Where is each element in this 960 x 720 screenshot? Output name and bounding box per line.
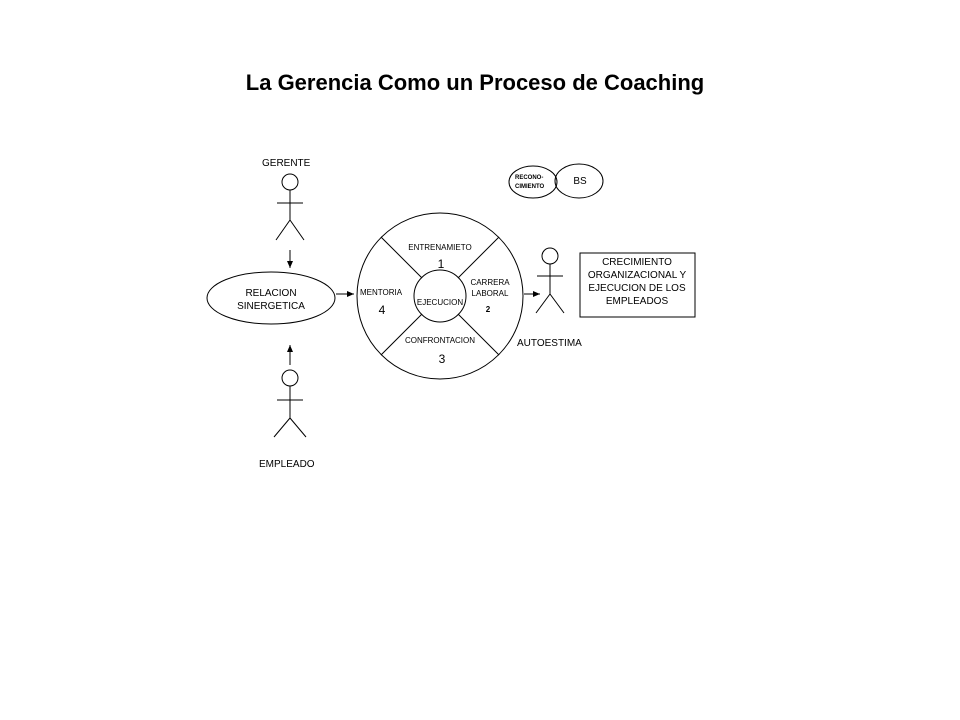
wheel-right-label-line2: LABORAL — [472, 289, 509, 298]
wheel-bottom-number: 3 — [439, 352, 446, 366]
wheel-right-label-line1: CARRERA — [470, 278, 510, 287]
venn-right-label: BS — [573, 176, 587, 187]
result-line1: CRECIMIENTO — [602, 257, 672, 268]
relacion-label-line2: SINERGETICA — [237, 301, 305, 312]
gerente-figure — [275, 173, 305, 241]
autoestima-label: AUTOESTIMA — [517, 338, 582, 349]
diagram-title: La Gerencia Como un Proceso de Coaching — [245, 70, 705, 95]
empleado-label: EMPLEADO — [259, 459, 315, 470]
result-line3: EJECUCION DE LOS — [588, 283, 686, 294]
venn-left-label-line2: CIMIENTO — [515, 184, 545, 190]
coaching-wheel — [356, 212, 524, 380]
wheel-center-label: EJECUCION — [417, 298, 463, 307]
venn-diagram — [508, 163, 604, 199]
gerente-label: GERENTE — [262, 158, 311, 169]
wheel-top-label: ENTRENAMIETO — [408, 243, 471, 252]
empleado-figure — [273, 369, 307, 438]
wheel-left-label: MENTORIA — [360, 288, 403, 297]
result-box — [579, 252, 696, 318]
result-line2: ORGANIZACIONAL Y — [588, 270, 687, 281]
venn-left-label-line1: RECONO- — [515, 175, 543, 181]
result-line4: EMPLEADOS — [606, 296, 669, 307]
wheel-right-number: 2 — [486, 305, 491, 314]
wheel-left-number: 4 — [379, 303, 386, 317]
wheel-bottom-label: CONFRONTACION — [405, 336, 475, 345]
relacion-label-line1: RELACION — [245, 288, 296, 299]
wheel-top-number: 1 — [438, 257, 445, 271]
relacion-sinergetica-node — [206, 271, 336, 325]
autoestima-figure — [535, 247, 565, 314]
